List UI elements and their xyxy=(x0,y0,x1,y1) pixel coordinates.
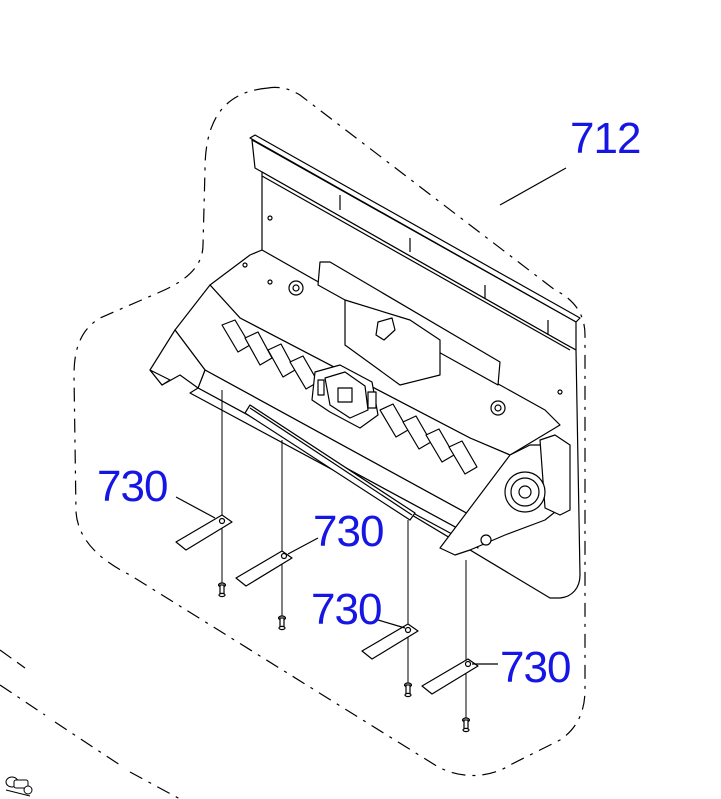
foot-pad-3 xyxy=(361,623,419,660)
callout-730-front-left: 730 xyxy=(97,462,168,511)
adjacent-boundary-dashed-2 xyxy=(0,649,26,669)
callout-730-rear-middle: 730 xyxy=(311,585,382,634)
right-side-plate xyxy=(439,434,571,556)
screw-2 xyxy=(277,615,287,631)
screw-axis-lines xyxy=(221,390,467,720)
callout-730-rear-right: 730 xyxy=(500,643,571,692)
top-cover xyxy=(209,249,561,456)
assembly-boundary-dashed xyxy=(73,86,586,777)
left-side-bracket xyxy=(149,329,206,389)
adjacent-boundary-dashed xyxy=(0,684,181,799)
screw-3 xyxy=(403,682,413,698)
callout-730-front-middle: 730 xyxy=(313,507,384,556)
center-mechanism xyxy=(311,364,379,429)
screw-1 xyxy=(217,582,227,598)
callout-712: 712 xyxy=(570,114,641,163)
rail-bar xyxy=(244,404,416,521)
leader-line-712 xyxy=(499,167,567,206)
screws xyxy=(217,582,471,733)
leader-lines-730 xyxy=(175,496,498,665)
foot-pad-2 xyxy=(235,550,293,587)
foot-pad-4 xyxy=(421,658,479,695)
connector-part xyxy=(5,776,33,797)
foot-pads xyxy=(175,514,479,695)
foot-pad-1 xyxy=(175,514,233,551)
screw-4 xyxy=(461,717,471,733)
